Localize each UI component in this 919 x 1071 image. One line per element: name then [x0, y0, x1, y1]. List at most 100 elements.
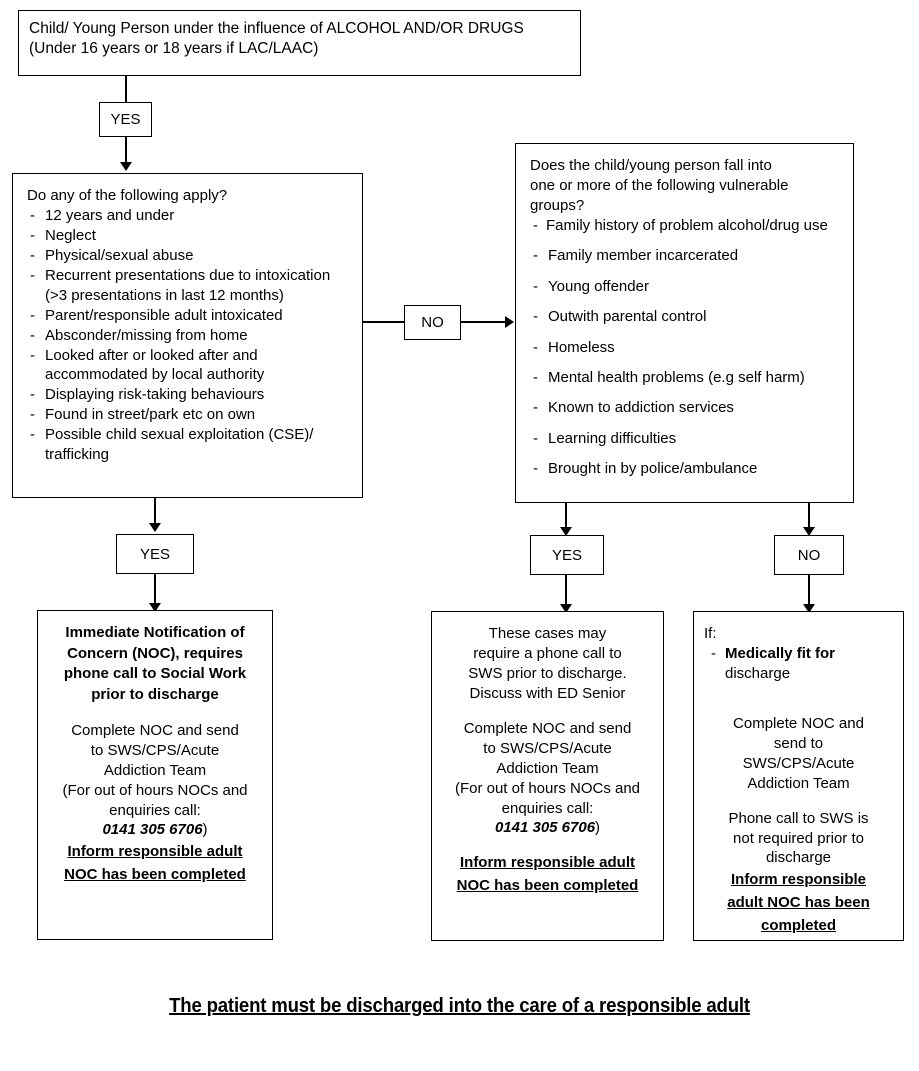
- list-item: Young offender: [530, 277, 843, 297]
- criteria-question: Do any of the following apply?: [27, 187, 228, 204]
- outcome-left-box: Immediate Notification of Concern (NOC),…: [37, 610, 273, 940]
- list-item: Known to addiction services: [530, 398, 843, 418]
- arrowhead-no-to-outcome-right: [802, 604, 815, 613]
- outcome-right-bullet-list: Medically fit for discharge: [708, 644, 893, 684]
- outcome-middle-spacer-1: [442, 704, 653, 719]
- outcome-middle-spacer-2: [442, 838, 653, 853]
- list-item: Displaying risk-taking behaviours: [27, 385, 350, 405]
- outcome-right-underlined-line-3: completed: [760, 917, 836, 935]
- connector-no-to-vulnerable: [461, 321, 506, 324]
- criteria-box: Do any of the following apply? 12 years …: [12, 173, 363, 498]
- list-item: 12 years and under: [27, 206, 350, 226]
- outcome-left-heading: Immediate Notification of Concern (NOC),…: [63, 624, 247, 704]
- outcome-right-spacer-1: [704, 684, 893, 714]
- list-item: Physical/sexual abuse: [27, 246, 350, 266]
- arrowhead-criteria-to-yes-left: [148, 523, 161, 532]
- connector-label-no-right-bottom-text: NO: [797, 546, 821, 564]
- outcome-left-phone-close: ): [202, 821, 208, 839]
- outcome-right-underlined-line-2: adult NOC has been: [727, 894, 870, 912]
- list-item: Parent/responsible adult intoxicated: [27, 306, 350, 326]
- vulnerable-question-line-3: groups?: [530, 196, 585, 214]
- outcome-left-body-line-4: (For out of hours NOCs and: [62, 781, 248, 799]
- connector-label-yes-right-bottom-text: YES: [551, 546, 582, 564]
- footer-statement: The patient must be discharged into the …: [169, 995, 750, 1017]
- outcome-middle-body-line-1: Complete NOC and send: [463, 719, 632, 737]
- outcome-right-body-line-1: Complete NOC and: [733, 714, 864, 732]
- arrowhead-vulnerable-to-no: [802, 527, 815, 536]
- outcome-middle-intro-line-4: Discuss with ED Senior: [469, 684, 626, 702]
- outcome-right-box: If: Medically fit for discharge Complete…: [693, 611, 904, 941]
- connector-yes-to-criteria: [125, 137, 128, 167]
- list-item: Family history of problem alcohol/drug u…: [530, 216, 843, 236]
- list-item: Brought in by police/ambulance: [530, 459, 843, 479]
- list-item: Looked after or looked after and accommo…: [27, 346, 350, 386]
- outcome-left-spacer: [50, 706, 260, 721]
- outcome-middle-body-line-4: (For out of hours NOCs and: [454, 779, 641, 797]
- outcome-middle-body-line-5: enquiries call:: [501, 799, 594, 817]
- outcome-middle-body-line-2: to SWS/CPS/Acute: [483, 739, 612, 757]
- list-item: Outwith parental control: [530, 307, 843, 327]
- list-item: Recurrent presentations due to intoxicat…: [27, 266, 350, 306]
- outcome-right-note-line-2: not required prior to: [733, 829, 864, 847]
- list-item: Absconder/missing from home: [27, 326, 350, 346]
- vulnerable-groups-box: Does the child/young person fall into on…: [515, 143, 854, 503]
- outcome-middle-phone-row: 0141 305 6706): [442, 818, 653, 838]
- outcome-left-phone-row: 0141 305 6706): [50, 820, 260, 840]
- list-item: Mental health problems (e.g self harm): [530, 368, 843, 388]
- criteria-list: 12 years and under Neglect Physical/sexu…: [27, 206, 350, 465]
- connector-yes-to-outcome-middle: [565, 575, 568, 611]
- list-item: Neglect: [27, 226, 350, 246]
- outcome-right-body-line-2: send to: [773, 734, 824, 752]
- list-item: Homeless: [530, 338, 843, 358]
- outcome-left-phone: 0141 305 6706: [102, 821, 203, 839]
- list-item: Family member incarcerated: [530, 246, 843, 266]
- outcome-middle-body-line-3: Addiction Team: [496, 759, 599, 777]
- outcome-right-spacer-2: [704, 794, 893, 809]
- outcome-right-body-line-4: Addiction Team: [747, 774, 850, 792]
- vulnerable-question-line-1: Does the child/young person fall into: [530, 157, 772, 174]
- outcome-middle-intro-line-2: require a phone call to: [473, 644, 622, 662]
- list-item: Found in street/park etc on own: [27, 405, 350, 425]
- list-item: Possible child sexual exploitation (CSE)…: [27, 425, 350, 465]
- outcome-right-note-line-1: Phone call to SWS is: [728, 809, 869, 827]
- outcome-left-body-line-2: to SWS/CPS/Acute: [90, 741, 220, 759]
- connector-label-no-middle-text: NO: [421, 314, 444, 331]
- outcome-right-if-label: If:: [704, 625, 717, 642]
- connector-start-to-yes: [125, 76, 128, 102]
- connector-vulnerable-to-yes: [565, 503, 568, 532]
- outcome-right-note-line-3: discharge: [765, 849, 832, 867]
- arrowhead-no-to-vulnerable: [505, 315, 514, 328]
- start-box: Child/ Young Person under the influence …: [18, 10, 581, 76]
- outcome-left-underlined-line-1: Inform responsible adult: [67, 843, 243, 861]
- connector-label-yes-right-bottom: YES: [530, 535, 604, 575]
- connector-label-no-middle: NO: [404, 305, 461, 340]
- vulnerable-first-item-list: Family history of problem alcohol/drug u…: [530, 216, 843, 236]
- start-box-line-2: (Under 16 years or 18 years if LAC/LAAC): [29, 40, 319, 58]
- outcome-left-underlined-line-2: NOC has been completed: [64, 866, 246, 884]
- start-box-line-1: Child/ Young Person under the influence …: [29, 20, 524, 37]
- outcome-middle-underlined-line-2: NOC has been completed: [456, 877, 639, 895]
- outcome-right-bullet-rest: discharge: [725, 664, 791, 682]
- outcome-middle-box: These cases may require a phone call to …: [431, 611, 664, 941]
- connector-criteria-to-yes-left: [154, 498, 157, 527]
- list-item: Medically fit for discharge: [708, 644, 893, 684]
- connector-no-to-outcome-right: [808, 575, 811, 611]
- outcome-left-body-line-3: Addiction Team: [103, 761, 207, 779]
- outcome-left-body-line-1: Complete NOC and send: [71, 721, 239, 739]
- connector-criteria-to-no: [363, 321, 404, 324]
- outcome-right-body-line-3: SWS/CPS/Acute: [742, 754, 855, 772]
- connector-yes-left-to-outcome: [154, 574, 157, 610]
- connector-vulnerable-to-no: [808, 503, 811, 532]
- outcome-middle-intro-line-3: SWS prior to discharge.: [468, 664, 627, 682]
- outcome-right-bullet-bold: Medically fit for: [725, 644, 836, 662]
- outcome-middle-phone-close: ): [595, 819, 601, 837]
- connector-label-yes-left-bottom: YES: [116, 534, 194, 574]
- arrowhead-yes-to-outcome-middle: [559, 604, 572, 613]
- arrowhead-yes-to-criteria: [119, 162, 132, 171]
- connector-label-yes-left-bottom-text: YES: [139, 545, 170, 563]
- arrowhead-vulnerable-to-yes: [559, 527, 572, 536]
- outcome-middle-phone: 0141 305 6706: [494, 819, 596, 837]
- outcome-right-underlined-line-1: Inform responsible: [730, 871, 867, 889]
- outcome-left-body-line-5: enquiries call:: [109, 801, 201, 819]
